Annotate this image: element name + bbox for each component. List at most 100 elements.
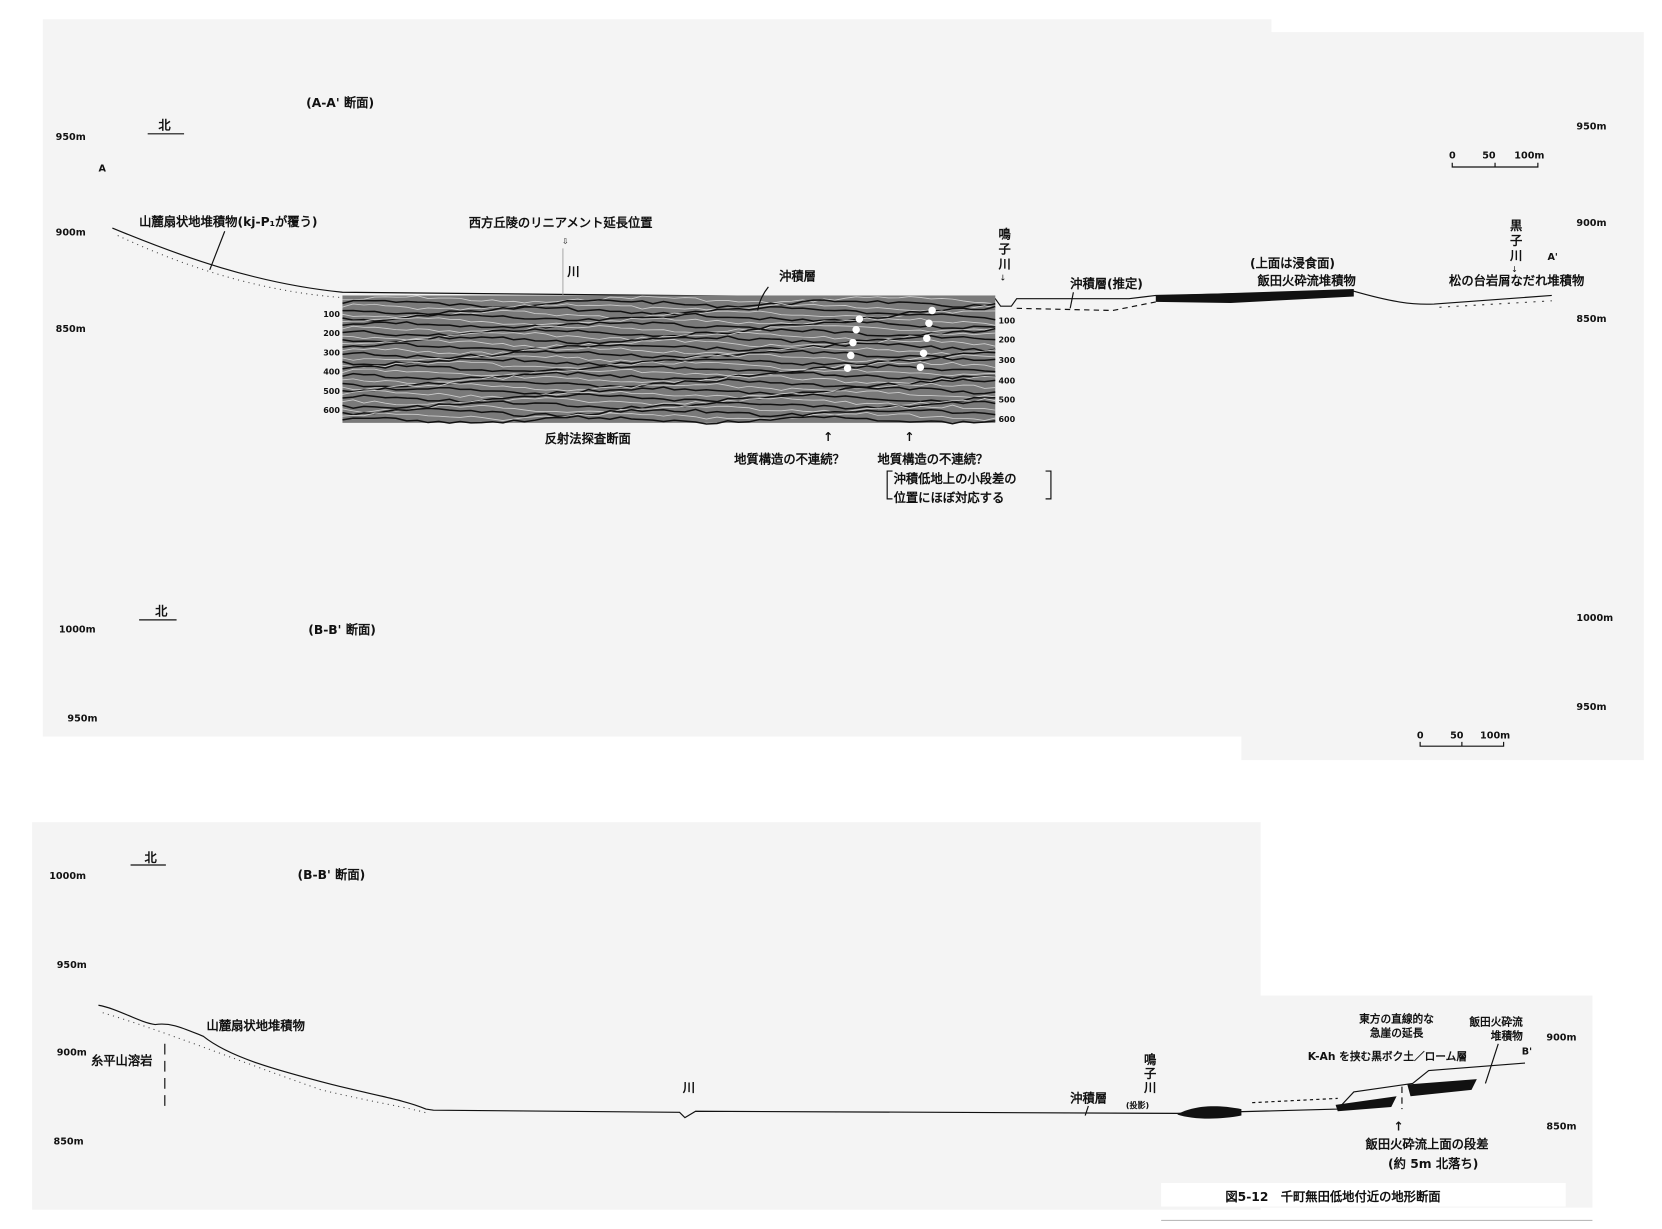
label-b-step-2: (約 5m 北落ち) — [1388, 1156, 1478, 1171]
seismic-reflector — [342, 371, 996, 381]
svg-text:↓: ↓ — [1511, 265, 1518, 274]
svg-text:300: 300 — [998, 356, 1015, 365]
end-label-b-prime: B' — [1522, 1046, 1532, 1057]
label-river: 川 — [566, 265, 579, 279]
svg-text:川: 川 — [997, 258, 1010, 272]
svg-text:子: 子 — [1510, 234, 1522, 248]
label-b-kah-soil: K-Ah を挟む黒ボク土／ローム層 — [1308, 1050, 1467, 1063]
svg-text:400: 400 — [323, 368, 340, 377]
seismic-reflector — [342, 324, 996, 334]
discontinuity-markers — [843, 306, 936, 373]
seismic-reflector — [342, 393, 996, 403]
end-label-a-prime: A' — [1547, 252, 1557, 263]
seismic-reflector — [342, 346, 996, 356]
seismic-reflector — [342, 339, 996, 348]
seismic-reflector — [342, 312, 996, 323]
panel-b-tick-850: 850m — [54, 1136, 84, 1147]
label-b-alluvium: 沖積層 — [1070, 1091, 1107, 1106]
panel-b-tick-right-900: 900m — [1546, 1033, 1576, 1044]
iida-block-2 — [1335, 1096, 1397, 1112]
tick-right-900: 900m — [1576, 218, 1606, 229]
fan-deposit-dots-b — [102, 1012, 429, 1114]
panel-b-north-label: 北 — [144, 850, 157, 865]
tick-right-950: 950m — [1576, 122, 1606, 133]
svg-text:50: 50 — [1482, 150, 1496, 161]
arrow-up-icon: ↑ — [1393, 1120, 1403, 1134]
panel-b-background — [32, 822, 1261, 1210]
panel-b-title: (B-B' 断面) — [298, 867, 366, 882]
label-note-line1: 沖積低地上の小段差の — [894, 471, 1017, 486]
svg-text:100: 100 — [998, 316, 1015, 325]
label-b-iida-1: 飯田火砕流 — [1468, 1016, 1523, 1029]
seismic-reflector — [342, 299, 996, 309]
label-erosion-surface: (上面は浸食面) — [1250, 256, 1335, 271]
tick-left-950: 950m — [56, 132, 86, 143]
svg-text:↓: ↓ — [1000, 273, 1007, 282]
label-iida-pyroclastic: 飯田火砕流堆積物 — [1256, 273, 1355, 288]
tick-right-850: 850m — [1576, 314, 1606, 325]
label-b-fan-deposit: 山麓扇状地堆積物 — [207, 1018, 305, 1033]
seismic-reflector — [342, 411, 996, 421]
seismic-reflector — [342, 317, 996, 326]
tick-left-850: 850m — [56, 324, 86, 335]
svg-text:100m: 100m — [1514, 150, 1544, 161]
label-matsunodai: 松の台岩屑なだれ堆積物 — [1449, 273, 1584, 288]
svg-text:500: 500 — [323, 387, 340, 396]
svg-text:川: 川 — [1509, 249, 1522, 263]
svg-text:0: 0 — [1417, 731, 1424, 742]
label-discontinuity-2: 地質構造の不連続？ — [878, 452, 989, 467]
north-label: 北 — [158, 118, 171, 133]
seismic-reflector — [342, 295, 996, 305]
terrain-profile-b — [98, 1004, 1526, 1119]
ghost-tick-left-1000: 1000m — [59, 625, 96, 636]
seismic-reflector — [342, 349, 996, 360]
iida-pyroclastic-body — [1155, 289, 1354, 303]
matsunodai-dots — [1439, 300, 1552, 308]
seismic-reflector — [342, 390, 996, 399]
label-discontinuity-1: 地質構造の不連続？ — [734, 452, 845, 467]
label-b-lava: 糸平山溶岩 — [91, 1053, 152, 1068]
svg-text:600: 600 — [323, 406, 340, 415]
section-a-title: (A-A' 断面) — [306, 95, 374, 110]
end-label-a: A — [98, 163, 106, 174]
label-seismic-section: 反射法探査断面 — [545, 431, 631, 446]
label-kuroko-river: 黒 子 川 ↓ — [1509, 219, 1523, 274]
ghost-section-title: (B-B' 断面) — [308, 622, 376, 637]
panel-b-tick-1000: 1000m — [49, 871, 86, 882]
depth-ticks-right: 100 200 300 400 500 600 — [998, 316, 1015, 423]
arrow-up-icon: ↑ — [823, 430, 833, 444]
ghost-tick-left-950: 950m — [67, 714, 97, 725]
ghost-scale-bar: 0 50 100m — [1417, 731, 1510, 747]
seismic-reflector — [342, 382, 996, 392]
scale-bar: 0 50 100m — [1449, 150, 1544, 168]
seismic-reflector — [342, 342, 996, 353]
seismic-reflector — [342, 360, 996, 370]
seismic-reflector — [342, 368, 996, 377]
label-lineament: 西方丘陵のリニアメント延長位置 — [469, 215, 653, 230]
seismic-reflector — [342, 305, 996, 316]
panel-b-tick-950: 950m — [57, 960, 87, 971]
ghost-tick-right-950: 950m — [1576, 702, 1606, 713]
panel-a-right-background — [1241, 32, 1644, 761]
seismic-reflector — [342, 415, 996, 425]
svg-text:300: 300 — [323, 348, 340, 357]
label-fan-deposit: 山麓扇状地堆積物(kj-P₁が覆う) — [139, 214, 317, 229]
label-alluvium: 沖積層 — [779, 268, 816, 283]
svg-text:黒: 黒 — [1510, 219, 1523, 233]
panel-b-tick-right-850: 850m — [1546, 1121, 1576, 1132]
seismic-reflector — [342, 400, 996, 410]
seismic-reflector — [342, 356, 996, 367]
svg-text:0: 0 — [1449, 150, 1456, 161]
svg-text:50: 50 — [1450, 731, 1464, 742]
seismic-reflector — [342, 331, 996, 341]
seismic-reflector — [342, 407, 996, 418]
svg-text:400: 400 — [998, 376, 1015, 385]
label-b-projection: (投影) — [1126, 1100, 1149, 1110]
svg-text:鳴: 鳴 — [1144, 1052, 1157, 1067]
label-b-east-scarp-1: 東方の直線的な — [1359, 1012, 1434, 1025]
label-b-narugo-river: 鳴 子 川 — [1143, 1052, 1157, 1095]
arrow-up-icon: ↑ — [904, 430, 914, 444]
depth-ticks-left: 100 200 300 400 500 600 — [323, 310, 340, 415]
svg-text:川: 川 — [1143, 1081, 1156, 1095]
